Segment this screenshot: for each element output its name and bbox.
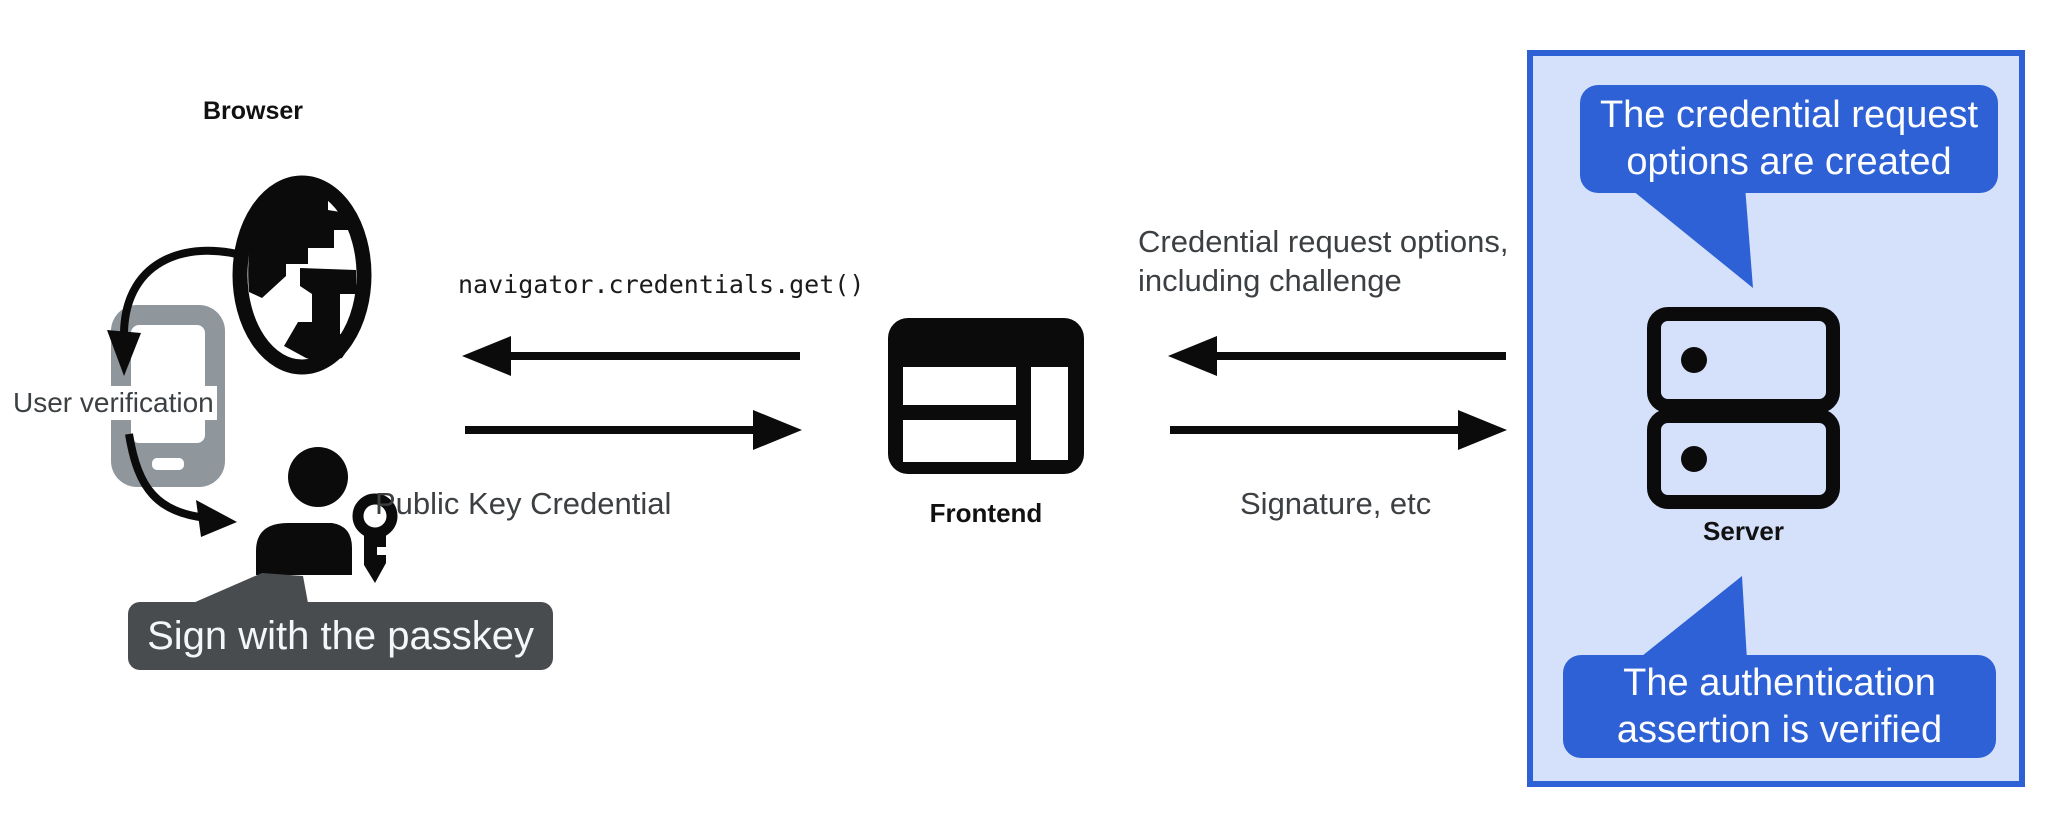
- credential-request-created-line1: The credential request: [1599, 94, 1979, 136]
- bubble-top-tail: [1627, 186, 1753, 288]
- arrow-server-to-frontend: [1168, 336, 1506, 376]
- credential-request-created-line2: options are created: [1626, 141, 1952, 183]
- person-icon: [256, 447, 352, 575]
- frontend-label: Frontend: [929, 498, 1043, 528]
- server-icon: [1647, 307, 1840, 509]
- arrow-frontend-to-server: [1170, 410, 1507, 450]
- credential-request-options-line1: Credential request options,: [1138, 224, 1509, 259]
- browser-window-icon: [888, 318, 1084, 474]
- curved-arrow-phone-to-user: [125, 433, 237, 537]
- signature-etc-label: Signature, etc: [1240, 486, 1432, 521]
- tooltip-pointer: [193, 573, 308, 610]
- key-icon: [352, 493, 398, 583]
- assertion-verified-line2: assertion is verified: [1616, 708, 1943, 751]
- arrow-frontend-to-browser: [462, 336, 800, 376]
- globe-icon: [232, 175, 372, 375]
- navigator-credentials-get-label: navigator.credentials.get(): [458, 270, 865, 299]
- sign-with-passkey-text: Sign with the passkey: [147, 613, 534, 658]
- arrow-browser-to-frontend: [465, 410, 802, 450]
- credential-request-options-line2: including challenge: [1138, 263, 1402, 298]
- user-verification-label: User verification: [10, 386, 217, 420]
- public-key-credential-label: Public Key Credential: [375, 486, 672, 521]
- curved-arrow-browser-to-phone: [107, 246, 254, 376]
- assertion-verified-bubble: The authentication assertion is verified: [1563, 655, 1996, 758]
- server-label: Server: [1703, 516, 1784, 546]
- credential-request-options-label: Credential request options, including ch…: [1138, 222, 1509, 300]
- assertion-verified-line1: The authentication: [1623, 661, 1936, 704]
- browser-label: Browser: [202, 97, 304, 125]
- sign-with-passkey-tooltip: Sign with the passkey: [128, 602, 553, 670]
- bubble-bottom-tail: [1637, 576, 1747, 660]
- credential-request-created-bubble: The credential request options are creat…: [1580, 85, 1998, 193]
